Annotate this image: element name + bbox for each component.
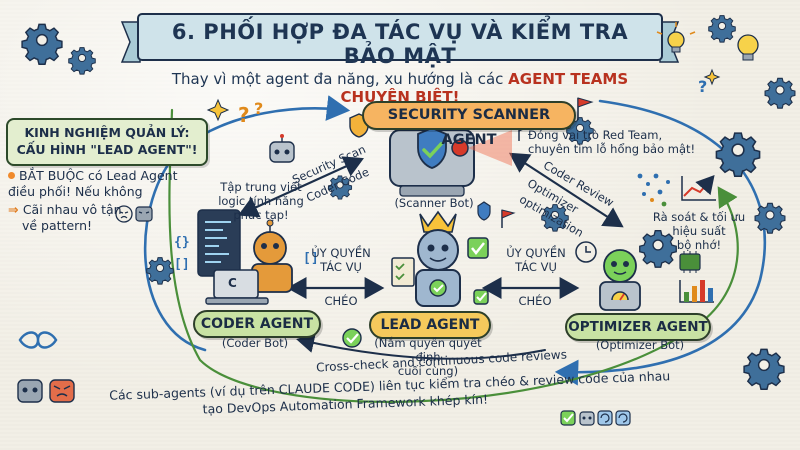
gear-icon — [708, 15, 736, 43]
delegate-right: ỦY QUYỀN TÁC VỤ — [500, 246, 572, 274]
robot-icon — [49, 379, 75, 403]
arrow-right-icon: ⇒ — [8, 202, 23, 217]
svg-text:{}: {} — [174, 235, 190, 250]
bullet-dot — [8, 172, 15, 179]
subtitle-prefix: Thay vì một agent đa năng, xu hướng là c… — [171, 70, 509, 88]
delegate-left: ỦY QUYỀN TÁC VỤ — [305, 246, 377, 274]
lightbulb-icon — [737, 34, 759, 61]
checkmark-icon — [342, 237, 489, 348]
optimizer-bot-caption: (Optimizer Bot) — [595, 338, 685, 352]
gear-icon — [68, 47, 96, 75]
svg-text:[]: [] — [303, 251, 319, 266]
robot-icon — [135, 206, 153, 222]
coder-agent-label: CODER AGENT — [193, 310, 321, 338]
sparkle-icon — [206, 68, 721, 122]
scanner-eye — [451, 139, 469, 157]
chart-icon — [679, 174, 716, 303]
svg-text:[]: [] — [174, 257, 190, 272]
scanner-bot — [389, 127, 512, 197]
optimizer-note-line-3: bộ nhớ! — [676, 238, 722, 252]
optimizer-note-line-2: hiệu suất — [672, 224, 726, 238]
coder-security-arrow — [237, 156, 365, 218]
gear-icon — [146, 257, 174, 285]
lightbulb-icon — [656, 22, 696, 53]
lesson-box: KINH NGHIỆM QUẢN LÝ: CẤU HÌNH "LEAD AGEN… — [6, 118, 208, 166]
coder-note-line-2: logic tính năng — [218, 194, 304, 208]
bullet-line-3: Cãi nhau vô tận — [22, 202, 122, 217]
loop-arrow-green — [168, 108, 739, 403]
optimizer-note: Rà soát & tối ưu hiệu suất bộ nhớ! — [644, 210, 754, 252]
robot-icon — [17, 379, 43, 403]
bullet-line-2: điều phối! Nếu không — [8, 184, 143, 199]
delegate-right-line-2: TÁC VỤ — [515, 260, 557, 274]
flag-icon — [577, 97, 594, 120]
inner-arrows — [237, 152, 624, 299]
coder-note-line-1: Tập trung viết — [220, 180, 302, 194]
svg-text:?: ? — [254, 99, 263, 118]
optimizer-note-line-1: Rà soát & tối ưu — [652, 210, 746, 224]
robot-icon — [269, 134, 295, 163]
lead-agent-caption: (Nắm quyền quyết định cuối cùng) — [360, 336, 496, 378]
lead-agent-label: LEAD AGENT — [369, 311, 491, 339]
lesson-line-2: CẤU HÌNH "LEAD AGENT"! — [16, 142, 198, 157]
memory-chip-icon — [679, 251, 701, 273]
refresh-icon — [597, 410, 631, 426]
checkmark-icon — [560, 410, 576, 426]
bullet-line-1: BẮT BUỘC có Lead Agent — [19, 168, 178, 183]
security-scanner-label: SECURITY SCANNER AGENT — [362, 101, 576, 148]
code-braces-icon: {} [] [] — [174, 235, 319, 272]
outer-loop-arrows — [143, 95, 767, 403]
shield-icon — [417, 127, 447, 169]
flag-icon — [477, 201, 516, 228]
security-note-line-1: Đóng vai trò Red Team, — [528, 128, 663, 142]
coder-bot — [197, 209, 293, 305]
scanner-bot-caption: (Scanner Bot) — [394, 196, 474, 210]
svg-text:?: ? — [238, 103, 250, 127]
laptop-screen-text: C — [228, 276, 237, 290]
loop-arrow-right — [554, 99, 767, 386]
infinity-icon — [18, 331, 58, 349]
coder-note-line-3: phức tạp! — [233, 208, 289, 222]
gear-icon — [21, 23, 63, 65]
security-optimizer-arrow — [508, 152, 624, 228]
cross-check-arrow — [296, 333, 546, 360]
coder-note: Tập trung viết logic tính năng phức tạp! — [206, 180, 316, 222]
bullet-line-4: về pattern! — [22, 218, 93, 233]
lead-caption-line-2: cuối cùng) — [397, 364, 459, 378]
cross-left: CHÉO — [324, 294, 358, 308]
coder-bot-caption: (Coder Bot) — [221, 336, 289, 350]
clipboard-icon — [391, 257, 415, 287]
cross-right: CHÉO — [518, 294, 552, 308]
delegate-left-line-2: TÁC VỤ — [320, 260, 362, 274]
security-note: Đóng vai trò Red Team, chuyên tìm lỗ hổn… — [528, 128, 728, 156]
robot-icon — [579, 411, 595, 426]
svg-text:?: ? — [698, 77, 707, 96]
optimizer-agent-label: OPTIMIZER AGENT — [565, 313, 711, 341]
delegate-right-line-1: ỦY QUYỀN — [506, 246, 566, 260]
lead-agent-bullet: BẮT BUỘC có Lead Agent điều phối! Nếu kh… — [8, 168, 188, 234]
lead-bot — [391, 210, 461, 307]
gear-icon — [764, 77, 796, 109]
title-banner — [120, 13, 680, 63]
lesson-line-1: KINH NGHIỆM QUẢN LÝ: — [24, 125, 190, 140]
question-icon: ? ? ? — [238, 77, 707, 127]
data-dots-icon — [637, 173, 670, 207]
lead-caption-line-1: (Nắm quyền quyết định — [374, 336, 482, 364]
security-note-line-2: chuyên tìm lỗ hổng bảo mật! — [528, 142, 696, 156]
delegate-left-line-1: ỦY QUYỀN — [311, 246, 371, 260]
gear-icon — [754, 202, 786, 234]
gear-icon — [743, 348, 785, 390]
frustrated-face-icon — [115, 205, 133, 223]
page-title: 6. PHỐI HỢP ĐA TÁC VỤ VÀ KIỂM TRA BẢO MẬ… — [171, 20, 629, 68]
optimizer-bot — [575, 241, 641, 311]
